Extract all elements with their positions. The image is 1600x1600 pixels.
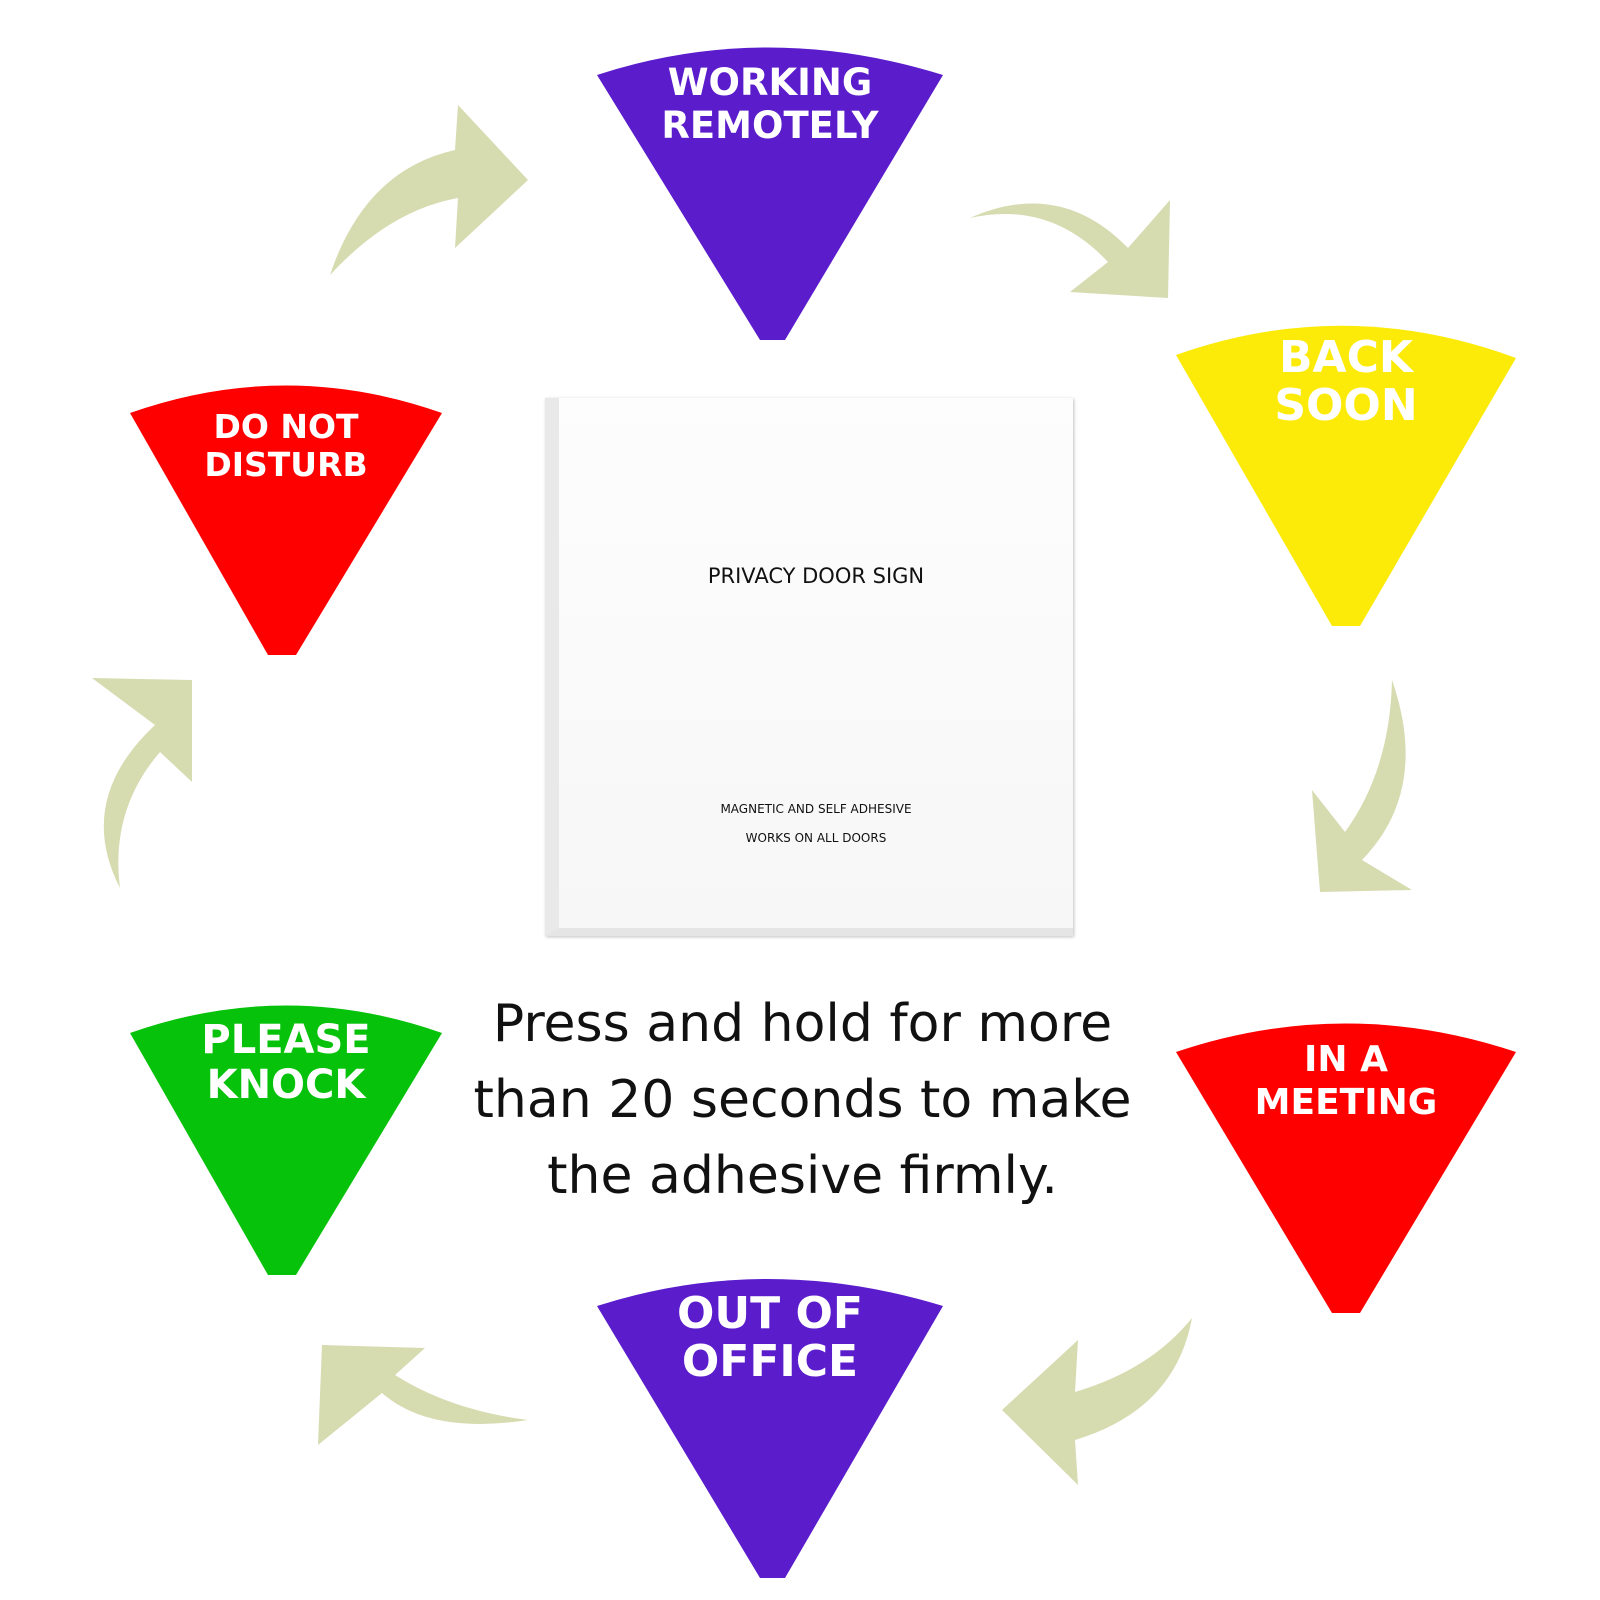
arrow-icon-left [92, 678, 192, 888]
arrow-icon-bottom-left [318, 1345, 528, 1445]
sign-line: BACK [1279, 332, 1413, 383]
product-box-feature-2: WORKS ON ALL DOORS [745, 831, 887, 845]
sign-wedge-working-remotely [597, 47, 943, 340]
cycle-arrows [92, 105, 1412, 1485]
sign-wedge-do-not-disturb [130, 385, 442, 655]
sign-label-in-a-meeting: IN A MEETING [1196, 1038, 1496, 1124]
sign-line: PLEASE [201, 1017, 371, 1063]
caption-line: Press and hold for more [492, 994, 1113, 1054]
arrow-icon-bottom-right [1002, 1318, 1192, 1485]
instruction-caption: Press and hold for more than 20 seconds … [440, 986, 1165, 1214]
sign-line: IN A [1304, 1039, 1388, 1080]
sign-wedge-in-a-meeting [1176, 1023, 1516, 1313]
sign-line: REMOTELY [661, 103, 879, 147]
sign-line: MEETING [1254, 1082, 1438, 1124]
arrow-icon-top-left [330, 105, 528, 275]
sign-label-do-not-disturb: DO NOT DISTURB [136, 408, 436, 484]
arrow-icon-right [1312, 680, 1412, 892]
sign-label-back-soon: BACK SOON [1196, 332, 1496, 432]
product-box-feature-1: MAGNETIC AND SELF ADHESIVE [720, 802, 912, 816]
sign-label-out-of-office: OUT OF OFFICE [620, 1288, 920, 1388]
sign-wedge-back-soon [1176, 325, 1516, 626]
sign-line: OFFICE [681, 1336, 859, 1388]
product-box: PRIVACY DOOR SIGN MAGNETIC AND SELF ADHE… [545, 398, 1073, 936]
sign-label-please-knock: PLEASE KNOCK [136, 1018, 436, 1108]
caption-line: the adhesive firmly. [547, 1146, 1058, 1206]
sign-line: OUT OF [677, 1288, 863, 1339]
sign-label-working-remotely: WORKING REMOTELY [620, 61, 920, 147]
sign-line: WORKING [667, 61, 873, 104]
sign-wedge-out-of-office [597, 1279, 943, 1578]
sign-line: SOON [1274, 380, 1418, 432]
product-box-title: PRIVACY DOOR SIGN [707, 564, 925, 588]
sign-line: DISTURB [204, 444, 368, 484]
caption-line: than 20 seconds to make [473, 1070, 1132, 1130]
sign-line: KNOCK [206, 1061, 366, 1108]
sign-wedge-please-knock [130, 1005, 442, 1275]
sign-line: DO NOT [213, 407, 359, 446]
arrow-icon-top-right [970, 200, 1170, 298]
